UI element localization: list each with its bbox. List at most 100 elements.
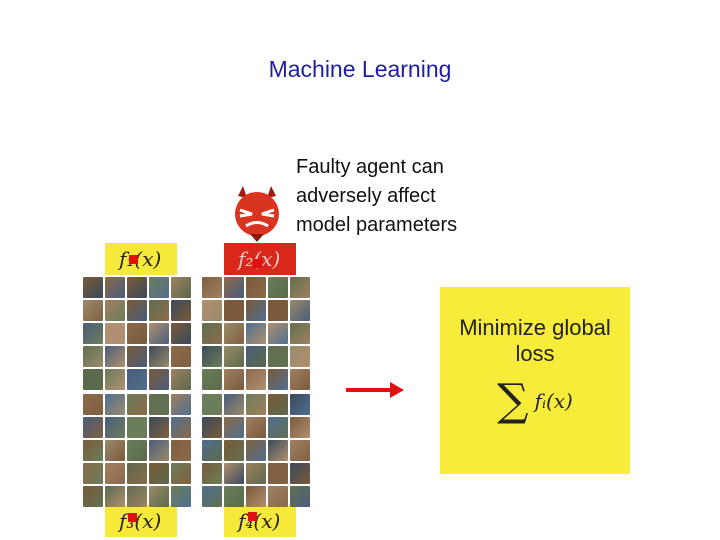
marker-dot — [253, 259, 262, 268]
image-thumbnail — [83, 486, 103, 507]
image-thumbnail — [149, 417, 169, 438]
image-thumbnail — [171, 440, 191, 461]
image-thumbnail — [83, 440, 103, 461]
image-thumbnail — [202, 394, 222, 415]
image-thumbnail — [202, 277, 222, 298]
image-thumbnail — [83, 323, 103, 344]
image-thumbnail — [290, 440, 310, 461]
image-thumbnail — [105, 486, 125, 507]
image-thumbnail — [246, 323, 266, 344]
image-thumbnail — [202, 440, 222, 461]
image-thumbnail — [246, 300, 266, 321]
image-thumbnail — [202, 417, 222, 438]
image-thumbnail — [171, 463, 191, 484]
image-thumbnail — [246, 463, 266, 484]
image-thumbnail — [224, 323, 244, 344]
image-thumbnail — [268, 463, 288, 484]
image-thumbnail — [246, 440, 266, 461]
image-thumbnail — [149, 394, 169, 415]
agent-2-image-grid — [202, 277, 310, 390]
faulty-agent-callout: Faulty agent can adversely affect model … — [296, 153, 536, 240]
image-thumbnail — [127, 277, 147, 298]
image-thumbnail — [171, 346, 191, 367]
image-thumbnail — [290, 394, 310, 415]
image-thumbnail — [127, 394, 147, 415]
image-thumbnail — [224, 346, 244, 367]
image-thumbnail — [268, 346, 288, 367]
image-thumbnail — [105, 277, 125, 298]
image-thumbnail — [83, 277, 103, 298]
image-thumbnail — [83, 394, 103, 415]
image-thumbnail — [268, 440, 288, 461]
image-thumbnail — [127, 440, 147, 461]
image-thumbnail — [105, 323, 125, 344]
image-thumbnail — [171, 300, 191, 321]
image-thumbnail — [202, 486, 222, 507]
image-thumbnail — [105, 369, 125, 390]
image-thumbnail — [246, 394, 266, 415]
image-thumbnail — [202, 300, 222, 321]
image-thumbnail — [268, 277, 288, 298]
image-thumbnail — [149, 463, 169, 484]
image-thumbnail — [83, 346, 103, 367]
agent-4-label: f₄(x) — [224, 505, 296, 537]
marker-dot — [248, 512, 257, 521]
agent-4-image-grid — [202, 394, 310, 507]
image-thumbnail — [171, 323, 191, 344]
image-thumbnail — [105, 417, 125, 438]
image-thumbnail — [246, 277, 266, 298]
image-thumbnail — [149, 440, 169, 461]
callout-line: Faulty agent can — [296, 156, 444, 178]
image-thumbnail — [290, 323, 310, 344]
image-thumbnail — [149, 300, 169, 321]
image-thumbnail — [83, 300, 103, 321]
devil-face-icon — [235, 186, 279, 242]
agent-3-image-grid — [83, 394, 191, 507]
image-thumbnail — [246, 486, 266, 507]
image-thumbnail — [268, 369, 288, 390]
image-thumbnail — [246, 369, 266, 390]
callout-line: adversely affect — [296, 185, 436, 207]
image-thumbnail — [171, 394, 191, 415]
image-thumbnail — [202, 323, 222, 344]
image-thumbnail — [202, 346, 222, 367]
image-thumbnail — [83, 463, 103, 484]
image-thumbnail — [127, 417, 147, 438]
image-thumbnail — [224, 417, 244, 438]
slide-title: Machine Learning — [268, 56, 452, 82]
image-thumbnail — [246, 346, 266, 367]
objective-line: Minimize global — [459, 315, 611, 340]
image-thumbnail — [171, 417, 191, 438]
image-thumbnail — [149, 486, 169, 507]
image-thumbnail — [290, 277, 310, 298]
image-thumbnail — [224, 277, 244, 298]
image-thumbnail — [149, 369, 169, 390]
image-thumbnail — [268, 394, 288, 415]
image-thumbnail — [171, 369, 191, 390]
marker-dot — [129, 255, 138, 264]
image-thumbnail — [290, 300, 310, 321]
image-thumbnail — [127, 486, 147, 507]
image-thumbnail — [224, 463, 244, 484]
image-thumbnail — [149, 346, 169, 367]
sum-symbol: ∑ — [497, 375, 529, 426]
image-thumbnail — [127, 463, 147, 484]
image-thumbnail — [224, 394, 244, 415]
image-thumbnail — [171, 486, 191, 507]
sum-formula: ∑ fᵢ(x) — [440, 379, 630, 423]
image-thumbnail — [83, 369, 103, 390]
agent-3-label: f₃(x) — [105, 505, 177, 537]
image-thumbnail — [149, 277, 169, 298]
image-thumbnail — [105, 463, 125, 484]
image-thumbnail — [127, 369, 147, 390]
image-thumbnail — [290, 346, 310, 367]
image-thumbnail — [105, 300, 125, 321]
objective-heading: Minimize global loss — [440, 315, 630, 367]
image-thumbnail — [246, 417, 266, 438]
image-thumbnail — [105, 346, 125, 367]
image-thumbnail — [83, 417, 103, 438]
image-thumbnail — [149, 323, 169, 344]
image-thumbnail — [268, 323, 288, 344]
image-thumbnail — [127, 300, 147, 321]
image-thumbnail — [268, 300, 288, 321]
